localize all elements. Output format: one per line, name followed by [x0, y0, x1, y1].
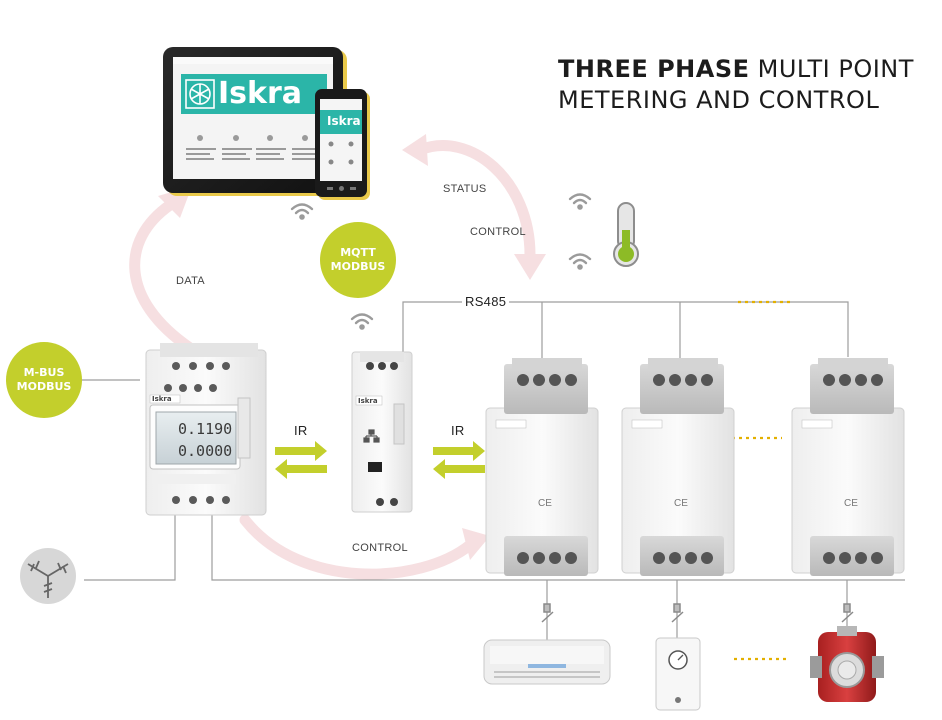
- status-control-arrow: [414, 140, 536, 261]
- wifi-icon: [568, 253, 592, 270]
- svg-text:CE: CE: [538, 498, 552, 509]
- contactor-device: CE: [791, 358, 905, 576]
- data-label: DATA: [176, 275, 205, 287]
- mqtt-badge-line2: MODBUS: [330, 260, 386, 273]
- title-bold: THREE PHASE: [558, 55, 750, 83]
- contactor-device: CE: [485, 358, 599, 576]
- tablet-device: [163, 47, 347, 196]
- status-arrowhead-bottom: [514, 254, 546, 280]
- svg-text:CE: CE: [674, 498, 688, 509]
- ir-arrows-right: [433, 441, 485, 479]
- water-heater-device: [655, 637, 701, 711]
- wifi-icon: [290, 203, 314, 220]
- three-phase-symbol-icon: [20, 548, 76, 604]
- continuation-dots: [732, 300, 792, 661]
- wifi-icon-group: [290, 193, 592, 330]
- wifi-icon: [568, 193, 592, 210]
- title-line2: METERING AND CONTROL: [558, 86, 880, 114]
- control-bottom-arrow: [239, 514, 476, 580]
- energy-meter: [145, 343, 267, 516]
- wifi-icon: [350, 313, 374, 330]
- status-label: STATUS: [443, 183, 487, 195]
- tablet-brand-text: Iskra: [218, 76, 303, 111]
- svg-text:CE: CE: [844, 498, 858, 509]
- data-arrow: [129, 199, 196, 354]
- meter-reading-2: 0.0000: [178, 442, 233, 460]
- rs485-label: RS485: [462, 294, 510, 309]
- phone-brand-text: Iskra: [327, 114, 361, 128]
- mqtt-badge-line1: MQTT: [340, 246, 376, 259]
- mqtt-modbus-badge: MQTT MODBUS: [320, 222, 396, 298]
- module-brand-text: Iskra: [358, 397, 378, 405]
- phone-device: [315, 89, 370, 200]
- ir-arrows-left: [275, 441, 327, 479]
- air-conditioner-device: [483, 639, 611, 685]
- mbus-modbus-badge: M-BUS MODBUS: [6, 342, 82, 418]
- meter-brand-text: Iskra: [152, 395, 172, 403]
- mbus-badge-line1: M-BUS: [23, 366, 65, 379]
- iskra-logo-mark: [185, 79, 215, 109]
- status-arrowhead-top: [402, 134, 428, 166]
- control-bottom-arrowhead: [462, 528, 490, 560]
- meter-reading-1: 0.1190: [178, 420, 233, 438]
- thermometer-icon: [613, 202, 639, 267]
- diagram-title: THREE PHASE MULTI POINT METERING AND CON…: [558, 54, 914, 116]
- drop-switches: [541, 603, 854, 623]
- control-top-label: CONTROL: [470, 226, 526, 238]
- title-rest-line1: MULTI POINT: [757, 55, 914, 83]
- control-bottom-label: CONTROL: [352, 542, 408, 554]
- network-icon: [363, 429, 380, 443]
- communication-module: [351, 351, 413, 513]
- contactor-device: CE: [621, 358, 735, 576]
- ir-right-label: IR: [451, 423, 465, 438]
- mbus-badge-line2: MODBUS: [16, 380, 72, 393]
- circulation-pump-device: [810, 626, 884, 702]
- ir-left-label: IR: [294, 423, 308, 438]
